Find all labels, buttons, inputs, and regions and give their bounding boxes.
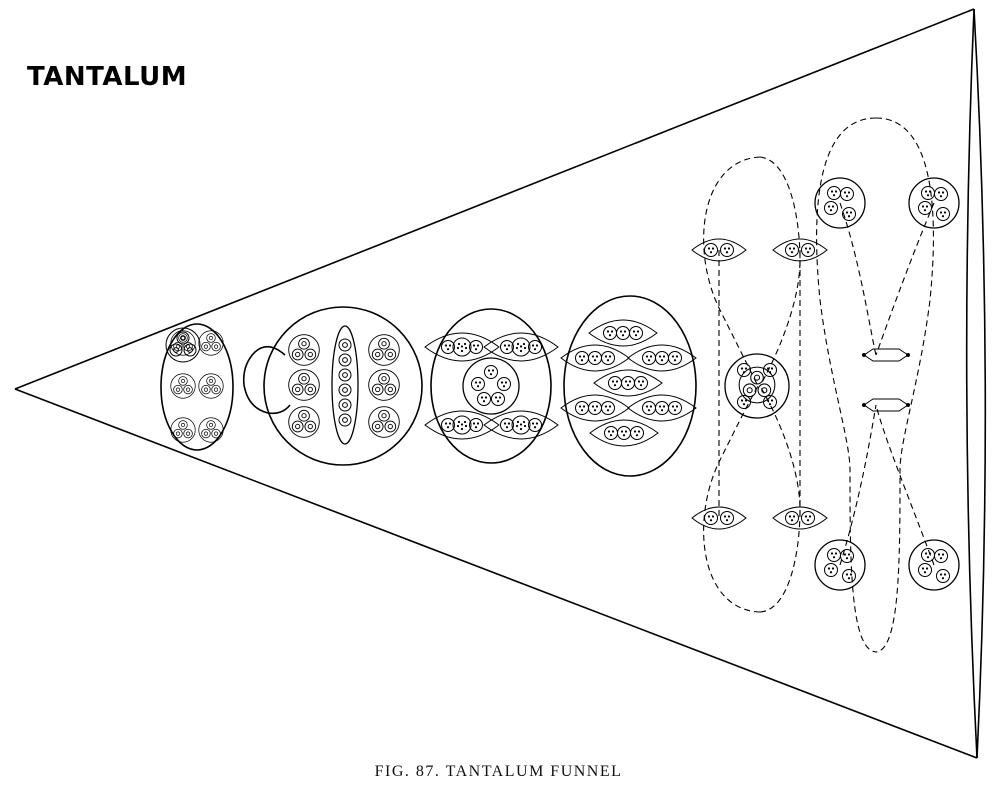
funnel-outline — [14, 8, 987, 759]
funnel-body-1-particles — [171, 331, 223, 442]
funnel-body-2 — [242, 306, 423, 466]
funnel-body-1 — [160, 323, 234, 451]
funnel-body-5 — [692, 156, 827, 613]
funnel-body-4 — [561, 295, 697, 477]
figure-caption: FIG. 87. TANTALUM FUNNEL — [374, 763, 623, 780]
funnel-body-3 — [425, 308, 558, 464]
funnel-body-6 — [815, 117, 959, 653]
page-title: TANTALUM — [27, 62, 188, 92]
